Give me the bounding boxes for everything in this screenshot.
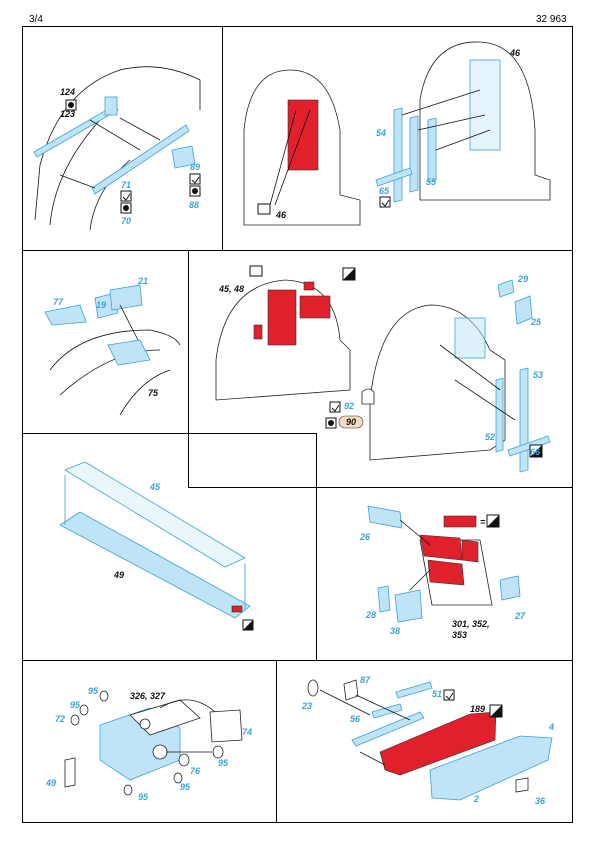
p5-label-45: 45 (149, 482, 161, 492)
p8-label-23: 23 (301, 701, 312, 711)
p1-label-123: 123 (60, 109, 75, 119)
p3-label-21: 21 (137, 276, 148, 286)
p6-label-28: 28 (365, 610, 376, 620)
p3-label-75: 75 (148, 388, 159, 398)
p1-label-124: 124 (60, 87, 75, 97)
p2-label-54: 54 (376, 128, 386, 138)
p6-drawing: = (367, 505, 521, 623)
p7-label-326-327: 326, 327 (130, 691, 166, 701)
p8-label-2: 2 (473, 794, 479, 804)
p7-label-95-top: 95 (88, 686, 99, 696)
p3-label-77: 77 (53, 297, 64, 307)
p7-label-76: 76 (190, 766, 201, 776)
p1-label-89: 89 (190, 162, 200, 172)
page-number: 3/4 (29, 14, 43, 25)
p2-label-46-left: 46 (275, 210, 287, 220)
p4-label-52: 52 (485, 432, 495, 442)
p6-label-26: 26 (359, 532, 371, 542)
p7-label-74: 74 (242, 727, 252, 737)
panel-side-console (276, 660, 573, 823)
p5-label-49: 49 (113, 570, 124, 580)
p8-label-87: 87 (360, 675, 371, 685)
p6-label-27: 27 (514, 611, 526, 621)
p4-label-90: 90 (346, 417, 356, 427)
p7-label-95-bottom-right: 95 (180, 782, 191, 792)
p4-label-45-48: 45, 48 (218, 284, 244, 294)
p4-label-92: 92 (344, 401, 354, 411)
p4-label-29: 29 (517, 274, 528, 284)
p4-drawing (215, 265, 551, 473)
p8-drawing (307, 679, 553, 801)
p8-label-51: 51 (432, 689, 442, 699)
p7-label-95-left: 95 (70, 700, 81, 710)
p6-label-301-352: 301, 352, (452, 619, 490, 629)
p1-label-71: 71 (121, 180, 131, 190)
p8-label-4: 4 (548, 722, 554, 732)
p2-label-55: 55 (426, 177, 437, 187)
p2-drawing (243, 41, 551, 226)
p2-label-46-right: 46 (509, 48, 521, 58)
p5-drawing (59, 461, 254, 631)
p1-label-88: 88 (189, 200, 199, 210)
p8-label-189: 189 (470, 704, 485, 714)
p7-drawing (64, 690, 243, 796)
p2-label-65: 65 (379, 186, 390, 196)
p7-label-95-bottom: 95 (138, 792, 149, 802)
p1-label-70: 70 (121, 216, 131, 226)
product-code: 32 963 (536, 14, 567, 25)
p6-equals: = (480, 517, 486, 527)
p8-label-36: 36 (535, 796, 546, 806)
p4-label-66: 66 (530, 447, 541, 457)
p3-drawing (44, 284, 181, 416)
p8-label-56: 56 (350, 714, 361, 724)
p6-label-38: 38 (390, 626, 400, 636)
p7-label-49: 49 (45, 778, 56, 788)
p7-label-72: 72 (55, 714, 65, 724)
p7-label-95-right: 95 (218, 758, 229, 768)
p3-label-19: 19 (96, 300, 106, 310)
p6-label-353: 353 (452, 630, 467, 640)
p1-drawing (33, 66, 201, 231)
p4-label-25: 25 (530, 317, 542, 327)
p4-label-53: 53 (533, 370, 543, 380)
